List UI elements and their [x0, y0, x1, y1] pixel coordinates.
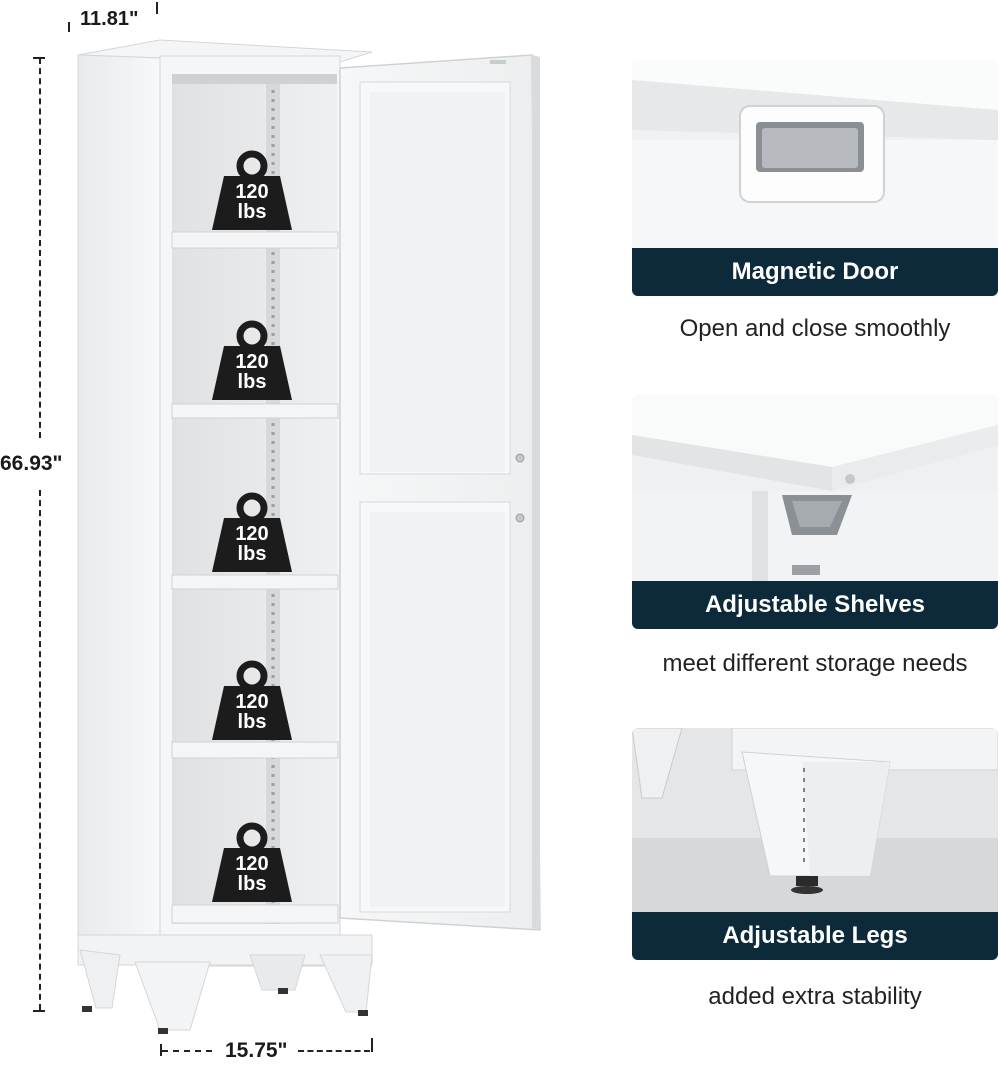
width-label: 15.75"	[225, 1039, 288, 1062]
adjustable-shelves-photo	[632, 395, 998, 581]
capacity-value: 120	[235, 351, 269, 373]
cabinet-door	[339, 54, 541, 931]
capacity-value: 120	[235, 691, 269, 713]
capacity-value: 120	[235, 523, 269, 545]
height-label: 66.93"	[0, 452, 63, 475]
capacity-unit: lbs	[237, 543, 267, 565]
capacity-unit: lbs	[237, 201, 267, 223]
adjustable-shelves-caption: meet different storage needs	[662, 650, 968, 677]
adjustable-legs-caption: added extra stability	[708, 983, 922, 1010]
magnetic-door-photo	[632, 60, 998, 248]
feature-adjustable-legs: Adjustable Legs added extra stability	[632, 728, 998, 1018]
shelves	[171, 231, 339, 924]
capacity-badge: 120 lbs	[210, 660, 294, 744]
magnetic-door-caption: Open and close smoothly	[679, 315, 951, 342]
depth-label: 11.81"	[80, 8, 139, 30]
adjustable-legs-title: Adjustable Legs	[632, 912, 998, 960]
adjustable-shelves-title: Adjustable Shelves	[632, 581, 998, 629]
capacity-unit: lbs	[237, 873, 267, 895]
capacity-badge: 120 lbs	[210, 492, 294, 576]
weight-icon	[212, 822, 292, 902]
weight-icon	[212, 150, 292, 230]
adjustable-legs-photo	[632, 728, 998, 912]
capacity-badge: 120 lbs	[210, 320, 294, 404]
capacity-unit: lbs	[237, 371, 267, 393]
feature-adjustable-shelves: Adjustable Shelves meet different storag…	[632, 395, 998, 685]
capacity-unit: lbs	[237, 711, 267, 733]
capacity-badge: 120 lbs	[210, 822, 294, 906]
magnetic-door-title: Magnetic Door	[632, 248, 998, 296]
weight-icon	[212, 492, 292, 572]
feature-magnetic-door: Magnetic Door Open and close smoothly	[632, 60, 998, 350]
capacity-value: 120	[235, 853, 269, 875]
weight-icon	[212, 320, 292, 400]
cabinet-illustration	[77, 39, 541, 1034]
capacity-badge: 120 lbs	[210, 150, 294, 234]
capacity-value: 120	[235, 181, 269, 203]
weight-icon	[212, 660, 292, 740]
